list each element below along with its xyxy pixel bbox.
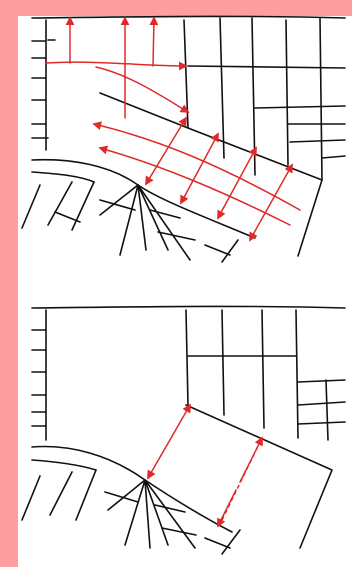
canvas-panel: [18, 16, 352, 567]
